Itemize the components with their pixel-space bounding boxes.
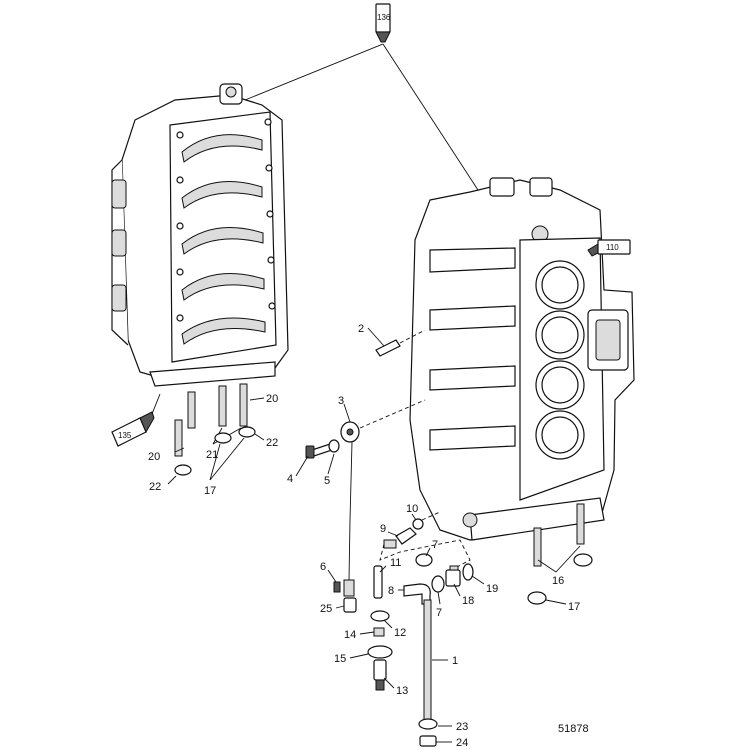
leader-line [209,443,221,481]
leader-line [383,677,395,689]
callout-18: 18 [462,595,474,607]
washer-5 [328,439,340,453]
figure-number: 51878 [558,723,589,735]
callout-11: 11 [390,557,401,569]
assembly-line [399,329,426,344]
callout-2: 2 [358,323,364,335]
callout-24: 24 [456,737,468,749]
tube-label-135: 135 [118,431,132,440]
callout-20-lower: 20 [148,451,160,463]
callout-22-left: 22 [149,481,161,493]
leader-line [343,403,351,423]
sealant-tube-136: 136 [375,3,391,43]
stud-set-right [533,503,585,567]
nut-set-left [174,426,256,476]
leader-line [254,433,265,441]
leader-line [349,653,369,659]
dowel-pin-2 [375,339,401,357]
callout-22-right: 22 [266,437,278,449]
sealant-tube-135: 135 [111,411,155,447]
leader-line [244,43,384,101]
leader-line [411,513,417,521]
long-bolt-1 [423,599,432,721]
sensor-3 [340,421,360,597]
leader-line [471,575,485,585]
leader-line [555,545,581,573]
leader-line [537,559,557,573]
leader-line [209,437,245,481]
leader-line [425,547,431,557]
clip-12 [370,610,390,622]
callout-25: 25 [320,603,332,615]
leader-line [545,599,567,605]
crankcase-cover [111,83,289,387]
leader-line [382,43,479,191]
fitting-9 [383,527,417,549]
callout-17-left: 17 [204,485,216,497]
callout-19: 19 [486,583,498,595]
leader-line [387,531,399,537]
leader-line [295,455,309,477]
callout-12: 12 [394,627,406,639]
sensor-13 [373,659,387,691]
callout-23: 23 [456,721,468,733]
leader-line [367,327,385,347]
leader-line [383,619,393,629]
callout-9: 9 [380,523,386,535]
elbow-8 [403,583,431,605]
callout-7-upper: 7 [432,539,438,551]
callout-8: 8 [388,585,394,597]
assembly-line [421,511,441,521]
cylinder-block [409,177,635,541]
leader-line [437,591,441,605]
screw-6 [333,581,341,593]
assembly-line [359,399,426,429]
leader-line [327,569,337,583]
sealant-tube-110: 110 [587,239,631,257]
leader-line [453,583,461,597]
leader-line [359,631,375,635]
callout-6: 6 [320,561,326,573]
screw-4 [305,443,333,459]
bracket-15 [367,645,393,659]
tube-label-110: 110 [606,243,619,252]
callout-1: 1 [452,655,458,667]
fitting-18 [445,565,461,587]
washer-10 [412,518,424,530]
leader-line [335,605,345,609]
callout-10: 10 [406,503,418,515]
nut-set-right [527,553,593,605]
connector-25 [343,597,357,613]
leader-line [167,475,177,485]
leader-line [379,565,387,573]
hose-clamp-7-upper [415,553,433,567]
callout-17-right: 17 [568,601,580,613]
callout-15: 15 [334,653,346,665]
leader-line [327,453,335,475]
o-ring-19 [462,563,474,581]
washer-23 [418,718,438,730]
callout-3: 3 [338,395,344,407]
callout-5: 5 [324,475,330,487]
callout-21: 21 [206,449,218,461]
hose-clamp-7-lower [431,575,445,593]
callout-13: 13 [396,685,408,697]
tube-label-136: 136 [377,13,391,22]
nut-24 [419,735,437,747]
stud-set-left [174,383,248,457]
callout-16: 16 [552,575,564,587]
callout-20-upper: 20 [266,393,278,405]
callout-4: 4 [287,473,293,485]
leader-line [151,393,161,415]
nut-14 [373,627,385,637]
leader-line [174,447,185,453]
tube-11 [373,565,383,599]
callout-14: 14 [344,629,356,641]
leader-line [249,397,265,401]
callout-7-lower: 7 [436,607,442,619]
